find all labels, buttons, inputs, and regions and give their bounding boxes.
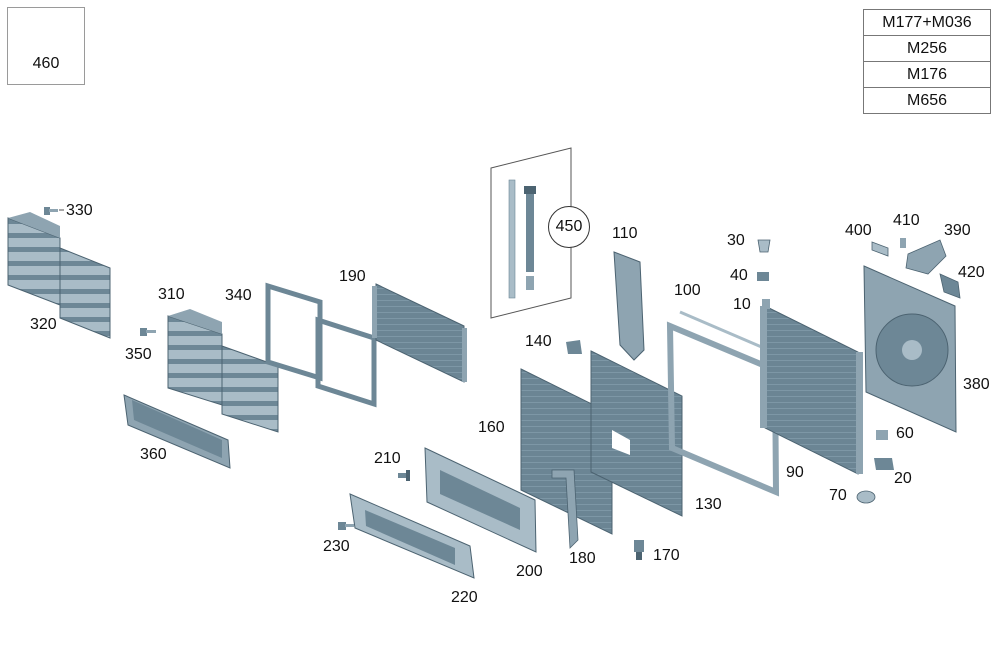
callout-350[interactable]: 350 bbox=[125, 346, 152, 363]
callout-180[interactable]: 180 bbox=[569, 550, 596, 567]
callout-400[interactable]: 400 bbox=[845, 222, 872, 239]
callout-330[interactable]: 330 bbox=[66, 202, 93, 219]
part-200-air-duct bbox=[424, 447, 537, 553]
part-360-air-duct bbox=[123, 394, 231, 469]
part-180-hose bbox=[551, 469, 579, 549]
callout-40[interactable]: 40 bbox=[730, 267, 748, 284]
callout-10[interactable]: 10 bbox=[733, 296, 751, 313]
callout-230[interactable]: 230 bbox=[323, 538, 350, 555]
callout-390[interactable]: 390 bbox=[944, 222, 971, 239]
inset-part-460: 460 bbox=[7, 7, 85, 85]
part-350-screw bbox=[140, 328, 156, 336]
callout-450-circled[interactable]: 450 bbox=[548, 206, 590, 248]
part-110-bracket bbox=[613, 251, 645, 361]
part-10-fitting bbox=[762, 299, 770, 309]
callout-220[interactable]: 220 bbox=[451, 589, 478, 606]
callout-140[interactable]: 140 bbox=[525, 333, 552, 350]
callout-410[interactable]: 410 bbox=[893, 212, 920, 229]
part-390-bracket bbox=[905, 239, 947, 275]
part-230-screw bbox=[338, 522, 354, 530]
callout-320[interactable]: 320 bbox=[30, 316, 57, 333]
part-20-sensor bbox=[874, 458, 894, 470]
part-410-clip bbox=[900, 238, 906, 248]
part-70-plug bbox=[856, 490, 876, 504]
part-190-condenser bbox=[372, 283, 467, 383]
part-220-air-duct bbox=[349, 493, 475, 579]
part-210-screw bbox=[398, 470, 410, 481]
part-330-screw bbox=[44, 207, 58, 215]
variant-row: M656 bbox=[906, 92, 948, 109]
part-30-cap bbox=[757, 239, 771, 253]
part-100-frame bbox=[666, 321, 780, 497]
callout-160[interactable]: 160 bbox=[478, 419, 505, 436]
part-90-radiator bbox=[760, 305, 863, 475]
part-60-clip bbox=[876, 430, 888, 440]
callout-90[interactable]: 90 bbox=[786, 464, 804, 481]
callout-310[interactable]: 310 bbox=[158, 286, 185, 303]
callout-360[interactable]: 360 bbox=[140, 446, 167, 463]
callout-30[interactable]: 30 bbox=[727, 232, 745, 249]
callout-20[interactable]: 20 bbox=[894, 470, 912, 487]
part-450-dryer-inset bbox=[490, 147, 572, 319]
callout-200[interactable]: 200 bbox=[516, 563, 543, 580]
callout-380[interactable]: 380 bbox=[963, 376, 990, 393]
callout-100[interactable]: 100 bbox=[674, 282, 701, 299]
inset-part-number: 460 bbox=[32, 55, 60, 72]
part-130-radiator bbox=[590, 350, 683, 517]
part-170-sensor bbox=[634, 540, 644, 560]
part-160-radiator bbox=[520, 368, 613, 535]
part-310-louver-grille bbox=[167, 309, 279, 433]
part-320-louver-grille bbox=[7, 212, 111, 339]
engine-variant-table: M177+M036 M256 M176 M656 bbox=[863, 9, 991, 114]
callout-190[interactable]: 190 bbox=[339, 268, 366, 285]
variant-row: M176 bbox=[864, 62, 990, 88]
variant-row: M177+M036 bbox=[864, 10, 990, 36]
part-40-seal bbox=[757, 272, 769, 281]
part-420-connector bbox=[939, 273, 961, 299]
callout-170[interactable]: 170 bbox=[653, 547, 680, 564]
callout-210[interactable]: 210 bbox=[374, 450, 401, 467]
callout-420[interactable]: 420 bbox=[958, 264, 985, 281]
part-340-frame bbox=[265, 282, 377, 408]
part-400-sensor bbox=[871, 241, 889, 257]
part-380-fan-shroud bbox=[863, 265, 957, 433]
part-140-clip bbox=[566, 340, 582, 354]
callout-110[interactable]: 110 bbox=[612, 225, 638, 242]
callout-340[interactable]: 340 bbox=[225, 287, 252, 304]
callout-70[interactable]: 70 bbox=[829, 487, 847, 504]
callout-60[interactable]: 60 bbox=[896, 425, 914, 442]
variant-row: M256 bbox=[864, 36, 990, 62]
callout-130[interactable]: 130 bbox=[695, 496, 722, 513]
